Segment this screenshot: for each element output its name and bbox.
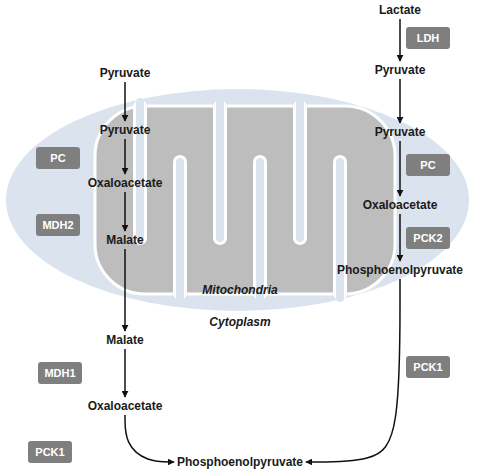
crista-space	[216, 102, 224, 238]
metabolite-name: Pyruvate	[100, 123, 151, 137]
enzyme-box: PCK1	[406, 356, 450, 378]
reaction-arrow	[399, 79, 401, 123]
metabolite-node: Pyruvate	[372, 61, 429, 79]
metabolite-node: Lactate	[376, 1, 424, 19]
crista-space	[336, 162, 344, 298]
metabolite-node: Phosphoenolpyruvate	[174, 453, 306, 471]
crista-space	[176, 162, 184, 298]
outer-membrane	[6, 89, 469, 311]
metabolite-node: Malate	[103, 231, 146, 249]
metabolite-node: Oxaloacetate	[360, 196, 441, 214]
enzyme-name: PCK1	[413, 361, 442, 373]
metabolite-node: Malate	[103, 331, 146, 349]
metabolite-name: Phosphoenolpyruvate	[177, 455, 303, 469]
enzyme-box: PCK1	[28, 441, 72, 463]
compartment-label: Cytoplasm	[209, 315, 270, 329]
enzyme-box: LDH	[406, 27, 450, 49]
enzyme-name: PC	[420, 159, 435, 171]
metabolite-node: Pyruvate	[372, 123, 429, 141]
enzyme-box: MDH2	[36, 214, 80, 236]
metabolite-name: Pyruvate	[100, 66, 151, 80]
metabolite-name: Oxaloacetate	[88, 176, 163, 190]
enzyme-box: PC	[406, 154, 450, 176]
reaction-arrow	[125, 415, 174, 462]
mitochondrion-shape: Mitochondria Pyruvate PyruvatePC PC Oxaloace…	[5, 88, 470, 312]
metabolite-name: Phosphoenolpyruvate	[337, 263, 463, 277]
enzyme-name: MDH1	[44, 367, 75, 379]
reaction-arrow	[124, 349, 126, 397]
crista-space	[296, 102, 304, 238]
metabolite-node: Oxaloacetate	[85, 397, 166, 415]
metabolite-name: Malate	[106, 233, 143, 247]
metabolite-name: Pyruvate	[375, 63, 426, 77]
compartment-name: Mitochondria	[202, 283, 277, 297]
enzyme-name: PCK2	[413, 232, 442, 244]
enzyme-name: PCK1	[35, 446, 64, 458]
crista-space	[136, 102, 144, 238]
metabolite-name: Lactate	[379, 3, 421, 17]
metabolite-node: Oxaloacetate	[85, 174, 166, 192]
metabolite-name: Oxaloacetate	[363, 198, 438, 212]
crista-space	[256, 162, 264, 298]
metabolite-name: Oxaloacetate	[88, 399, 163, 413]
enzyme-name: PC	[50, 152, 65, 164]
enzyme-name: MDH2	[42, 219, 73, 231]
enzyme-name: LDH	[417, 32, 440, 44]
enzyme-box: PCK2	[406, 227, 450, 249]
metabolite-node: Phosphoenolpyruvate	[334, 261, 466, 279]
metabolite-node: Pyruvate	[97, 121, 154, 139]
enzyme-box: MDH1	[38, 362, 82, 384]
reaction-arrow	[399, 19, 401, 61]
enzyme-box: PC	[36, 147, 80, 169]
metabolite-name: Malate	[106, 333, 143, 347]
metabolite-name: Pyruvate	[375, 125, 426, 139]
metabolite-node: Pyruvate	[97, 64, 154, 82]
reaction-arrow	[306, 279, 400, 462]
